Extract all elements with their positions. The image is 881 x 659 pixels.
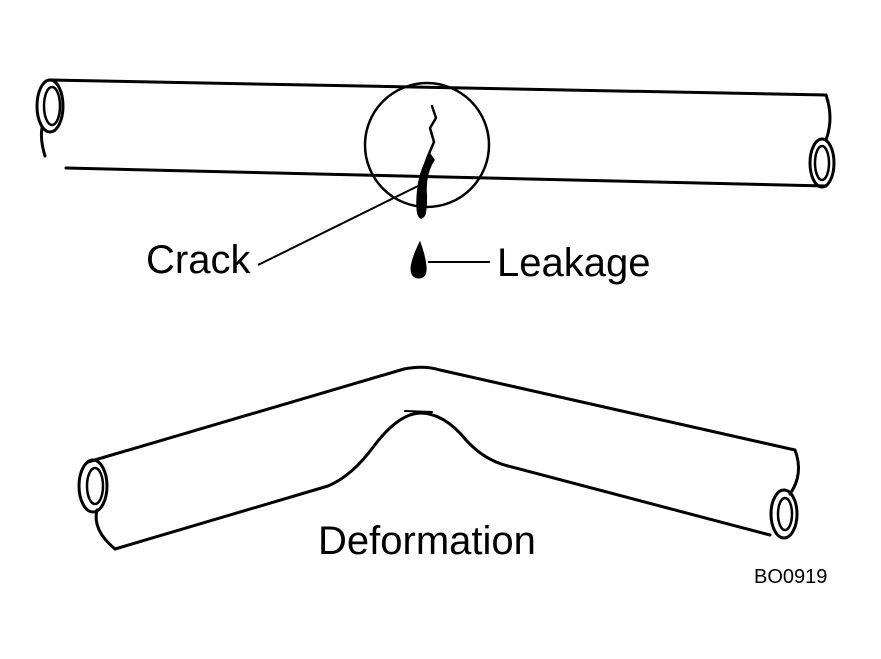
- crack-highlight-circle: [365, 83, 489, 207]
- crack-label: Crack: [146, 238, 251, 282]
- bent-pipe-left-break: [96, 510, 115, 549]
- bent-pipe-right-break: [790, 450, 799, 494]
- straight-pipe-right-opening-outer: [810, 139, 834, 187]
- figure-code: BO0919: [754, 566, 828, 588]
- straight-pipe: [37, 80, 834, 187]
- leakage-label: Leakage: [497, 241, 651, 285]
- bent-pipe-crease: [405, 411, 432, 412]
- bent-pipe-right-opening-outer: [771, 490, 797, 538]
- bent-pipe-top-edge: [88, 367, 795, 462]
- bent-pipe-left-opening-inner: [87, 468, 103, 504]
- bent-pipe: [79, 367, 799, 549]
- straight-pipe-right-break: [826, 95, 830, 140]
- straight-pipe-bottom-edge: [66, 168, 826, 186]
- straight-pipe-left-break: [41, 128, 45, 156]
- straight-pipe-left-opening-inner: [44, 87, 60, 125]
- straight-pipe-left-opening-outer: [37, 80, 63, 132]
- bent-pipe-bottom-edge: [115, 413, 770, 549]
- leak-drop: [411, 242, 426, 278]
- straight-pipe-top-edge: [50, 80, 826, 95]
- leak-streak: [417, 154, 434, 218]
- straight-pipe-right-opening-inner: [815, 146, 829, 180]
- deformation-label: Deformation: [318, 519, 536, 563]
- bent-pipe-right-opening-inner: [778, 498, 792, 530]
- crack-leader-line: [258, 186, 418, 265]
- bent-pipe-left-opening-outer: [79, 460, 107, 512]
